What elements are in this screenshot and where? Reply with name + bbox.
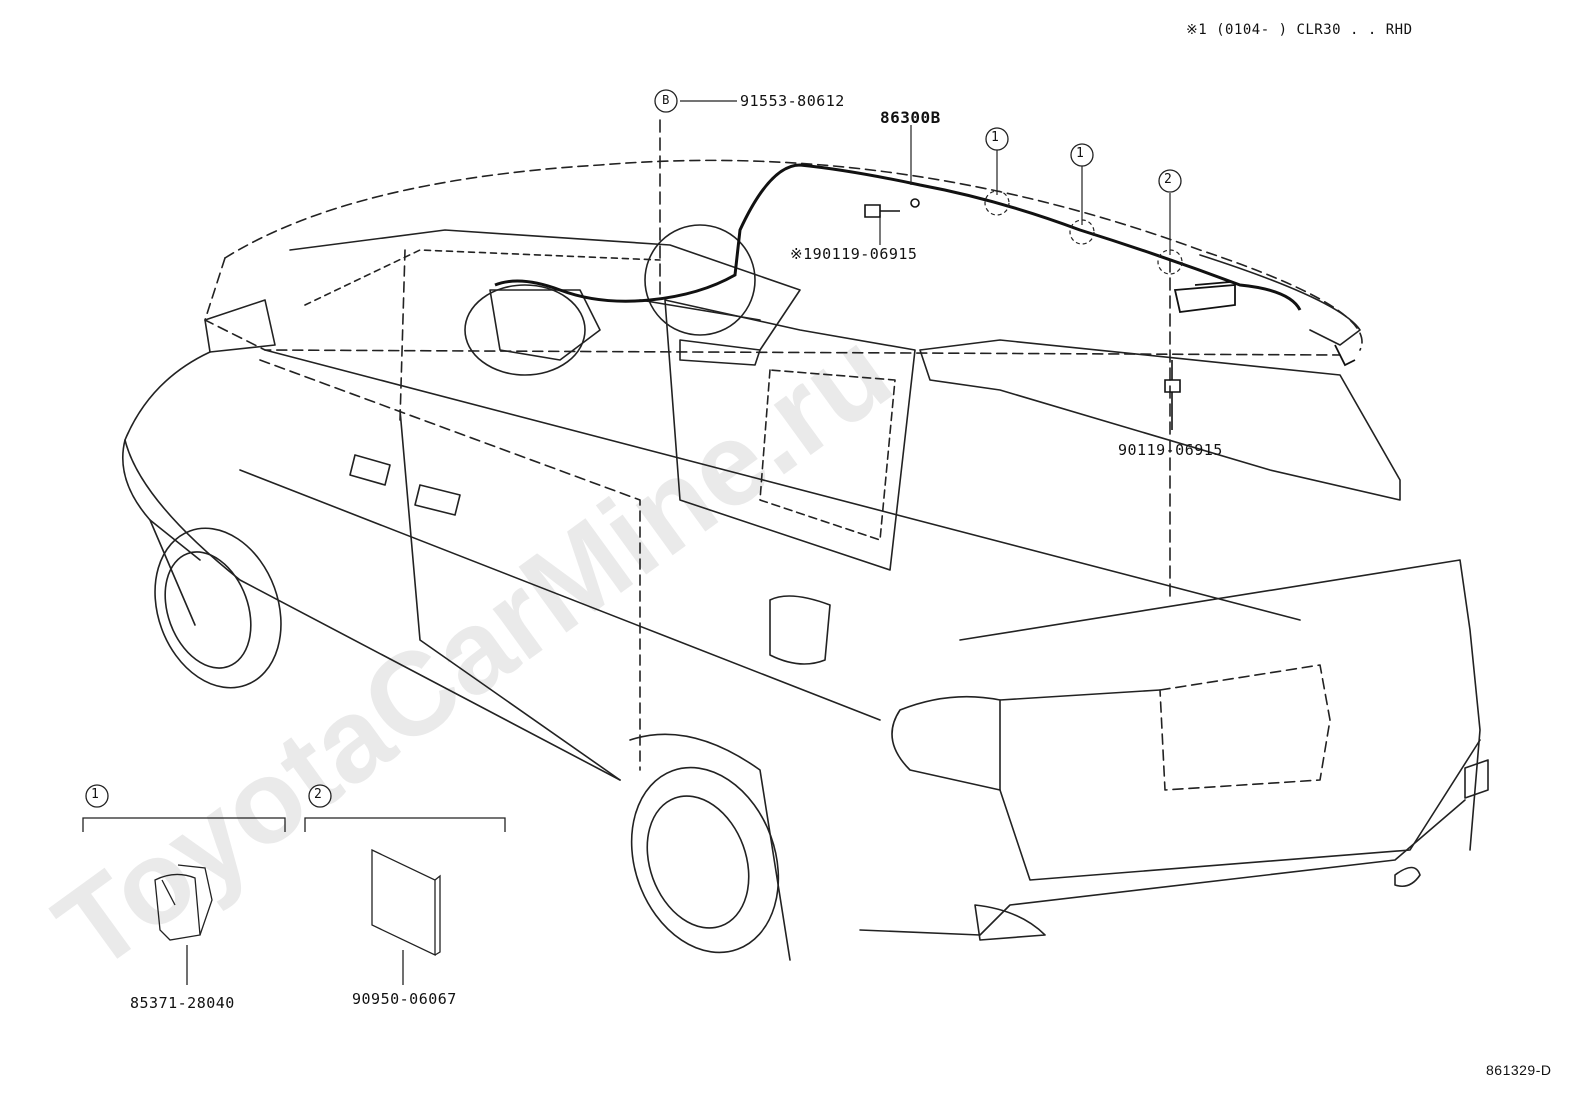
applicability-note: ※1 (0104- ) CLR30 . . RHD [1186,22,1413,38]
ref-b-symbol: B [662,93,670,107]
detail-1-ref: 1 [91,787,100,802]
amplifier-box [1173,281,1356,367]
detail-box-2 [304,817,506,985]
bolt-symbols [864,198,1181,430]
ref-circles [654,89,1182,193]
ref-1-label: 1 [1076,146,1085,161]
part-label-86300b[interactable]: 86300B [880,108,941,127]
part-label-90950-06067[interactable]: 90950-06067 [352,990,457,1008]
antenna-cord [494,163,1302,311]
part-label-90119-note[interactable]: ※190119-06915 [790,245,918,263]
van-body [122,119,1489,961]
ref-2-label: 2 [1164,172,1173,187]
detail-box-1 [82,817,286,985]
detail-ref-circles [85,784,332,808]
part-label-91553-80612[interactable]: 91553-80612 [740,92,845,110]
leader-lines [680,100,1171,255]
detail-2-ref: 2 [314,787,323,802]
part-label-85371-28040[interactable]: 85371-28040 [130,994,235,1012]
diagram-code: 861329-D [1486,1062,1552,1078]
clip-markers [984,190,1183,275]
ref-1-label: 1 [991,130,1000,145]
part-label-90119-06915[interactable]: 90119-06915 [1118,441,1223,459]
watermark-text: ToyotaCarMine.ru [33,305,915,996]
